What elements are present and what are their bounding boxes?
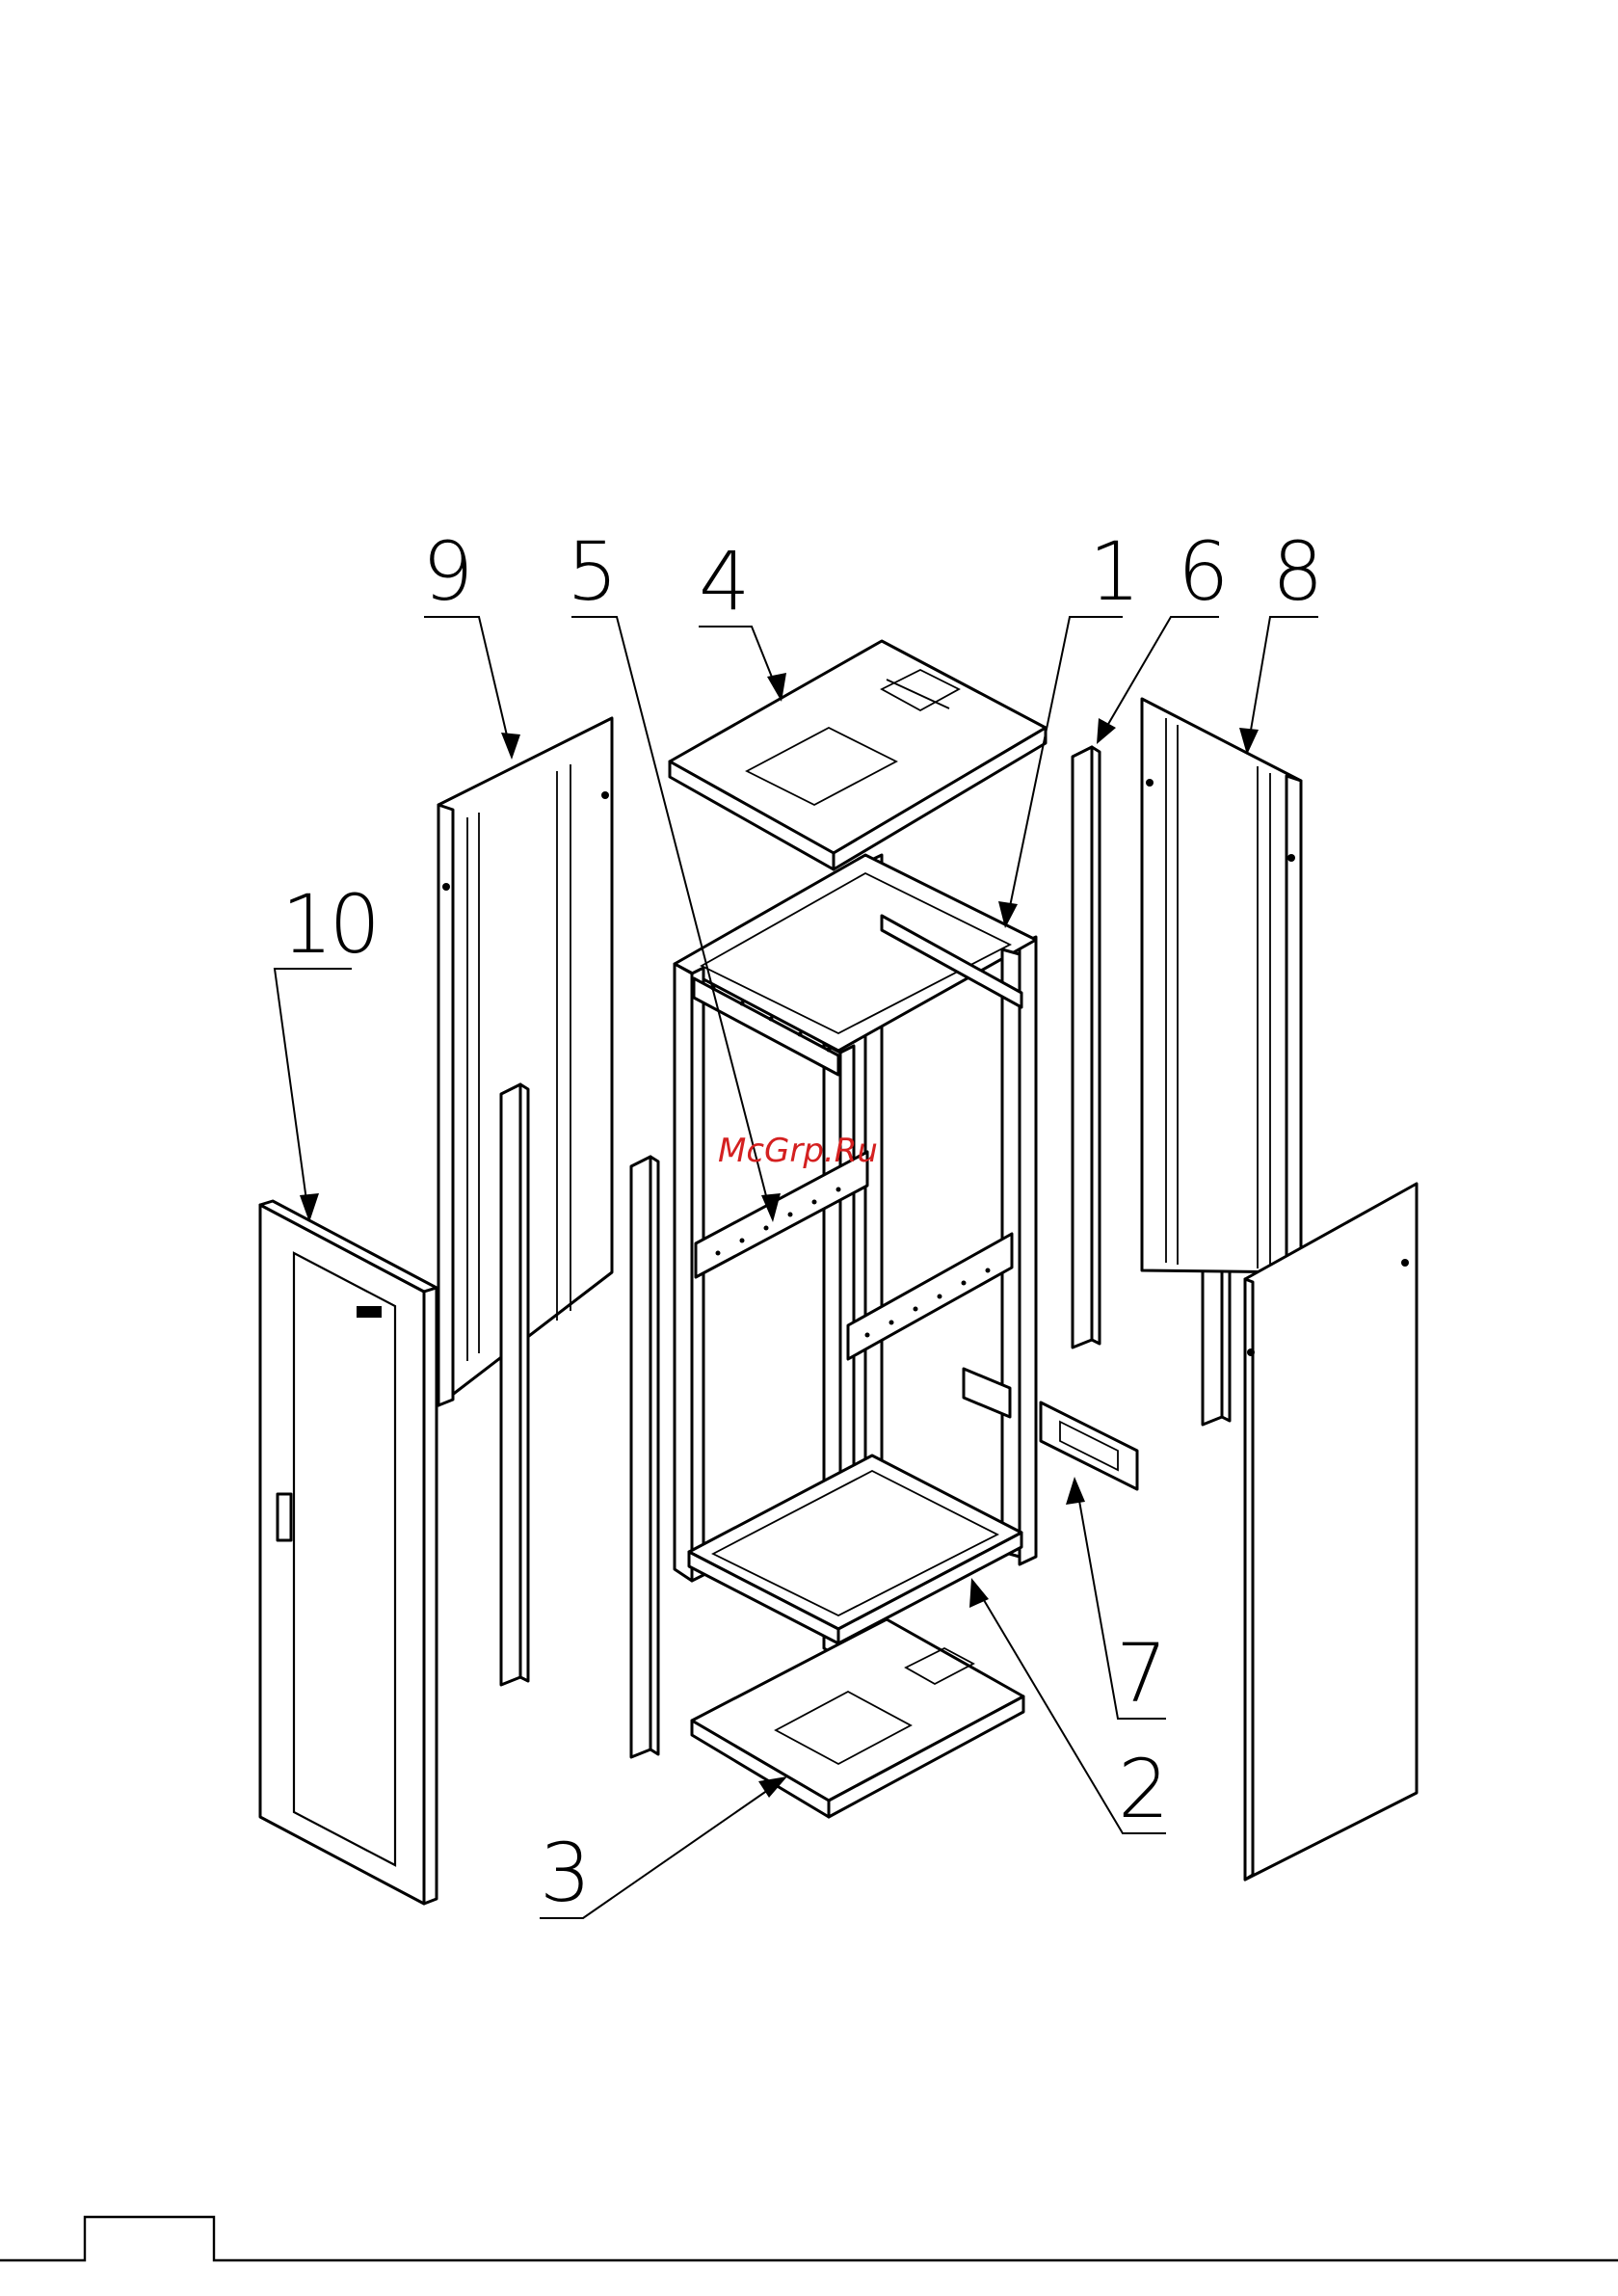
page-footer-line [0,2217,1618,2260]
callout-5: 5 [567,524,614,619]
mount-rail-left-a [501,1084,528,1685]
rear-door [1245,1184,1417,1880]
callout-9: 9 [422,524,469,619]
watermark: McGrp.Ru [718,1132,878,1170]
callout-2: 2 [1118,1742,1165,1836]
callout-4: 4 [699,534,746,628]
top-panel [670,641,1046,869]
mount-rail-right-a [1073,747,1100,1348]
bottom-panel [692,1619,1023,1817]
callout-1: 1 [1089,524,1136,619]
callout-6: 6 [1178,524,1225,619]
side-panel-right [1142,699,1301,1272]
cabinet-frame [675,855,1036,1658]
front-door [260,1201,437,1904]
callout-8: 8 [1272,524,1319,619]
callout-3: 3 [540,1826,587,1920]
mount-rail-left-b [631,1157,658,1757]
callout-7: 7 [1116,1626,1163,1721]
callout-10: 10 [281,877,377,972]
cable-bracket [964,1369,1137,1489]
